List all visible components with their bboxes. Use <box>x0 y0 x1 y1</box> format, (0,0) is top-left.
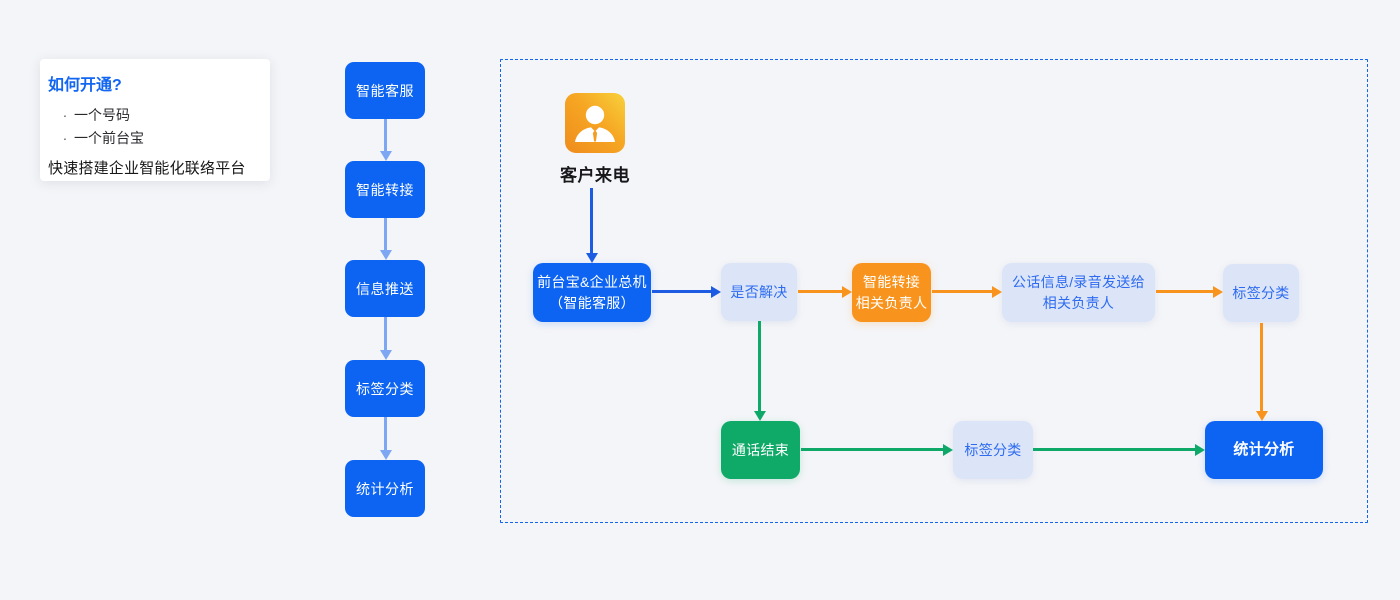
flow-diagram-frame <box>500 59 1368 523</box>
node-tag-bottom: 标签分类 <box>953 421 1033 479</box>
arrow-callend-to-tagbottom-icon <box>801 448 944 451</box>
how-to-card: 如何开通? · 一个号码 · 一个前台宝 快速搭建企业智能化联络平台 <box>40 59 270 181</box>
arrow-tagbottom-to-stats-icon <box>1033 448 1196 451</box>
how-to-title: 如何开通? <box>48 77 122 94</box>
person-avatar-icon <box>565 93 625 153</box>
arrow-sendinfo-to-tagtop-icon <box>1156 290 1214 293</box>
arrow-transfer-to-sendinfo-icon <box>932 290 993 293</box>
feature-step-smart-service: 智能客服 <box>345 62 425 119</box>
feature-step-smart-transfer: 智能转接 <box>345 161 425 218</box>
node-resolved: 是否解决 <box>721 263 797 321</box>
step-arrow-down-icon <box>384 218 387 251</box>
node-smart-transfer: 智能转接 相关负责人 <box>852 263 931 322</box>
bullet-item: · 一个前台宝 <box>48 127 262 150</box>
bullet-list: · 一个号码 · 一个前台宝 <box>48 104 262 150</box>
node-call-end: 通话结束 <box>721 421 800 479</box>
feature-step-tag-classify: 标签分类 <box>345 360 425 417</box>
arrow-resolved-to-transfer-icon <box>798 290 843 293</box>
step-arrow-down-icon <box>384 119 387 152</box>
bullet-text: 一个前台宝 <box>74 130 144 146</box>
node-stats: 统计分析 <box>1205 421 1323 479</box>
how-to-footer: 快速搭建企业智能化联络平台 <box>48 160 246 177</box>
arrow-caller-to-reception-icon <box>590 188 593 254</box>
bullet-dot: · <box>62 107 68 123</box>
bullet-dot: · <box>62 130 68 146</box>
feature-step-stats: 统计分析 <box>345 460 425 517</box>
arrow-tagtop-to-stats-icon <box>1260 323 1263 412</box>
arrow-reception-to-resolved-icon <box>652 290 712 293</box>
node-send-info: 公话信息/录音发送给 相关负责人 <box>1002 263 1155 322</box>
bullet-text: 一个号码 <box>74 107 130 123</box>
bullet-item: · 一个号码 <box>48 104 262 127</box>
step-arrow-down-icon <box>384 417 387 451</box>
node-tag-top: 标签分类 <box>1223 264 1299 322</box>
step-arrow-down-icon <box>384 317 387 351</box>
arrow-resolved-to-callend-icon <box>758 321 761 412</box>
node-reception: 前台宝&企业总机 （智能客服） <box>533 263 651 322</box>
feature-step-message-push: 信息推送 <box>345 260 425 317</box>
caller-label: 客户来电 <box>560 166 630 185</box>
